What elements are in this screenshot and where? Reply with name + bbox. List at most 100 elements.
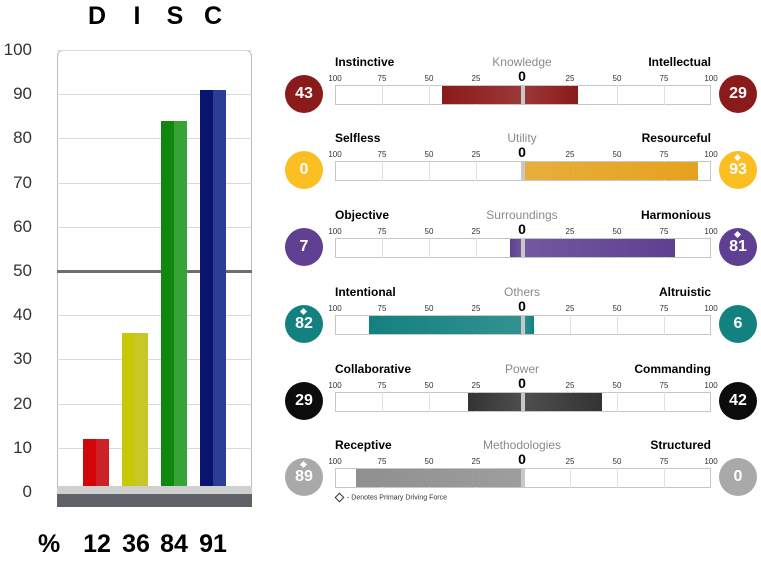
scale-tick-label: 50 [424, 304, 434, 313]
scale-tick-label: 75 [659, 457, 669, 466]
y-tick-label: 80 [13, 128, 32, 148]
scale-tick-label: 100 [704, 227, 718, 236]
track-tick [664, 85, 665, 105]
motivator-name: Surroundings [486, 208, 558, 222]
y-tick-label: 90 [13, 84, 32, 104]
zero-label: 0 [518, 451, 526, 467]
reference-line-50 [57, 270, 252, 273]
scale-tick-label: 75 [377, 74, 387, 83]
scale-tick-label: 50 [424, 150, 434, 159]
chart-base [57, 494, 252, 507]
legend-note-text: - Denotes Primary Driving Force [347, 494, 447, 502]
track-tick [617, 392, 618, 412]
right-fill-bar [523, 393, 602, 411]
left-fill-bar [509, 239, 523, 257]
y-tick-label: 50 [13, 261, 32, 280]
scale-tick-label: 75 [377, 381, 387, 390]
track-tick [570, 315, 571, 335]
bar-s [161, 120, 187, 492]
scale-tick-label: 25 [471, 227, 481, 236]
right-pole-label: Commanding [634, 362, 711, 376]
bar-c [200, 89, 226, 492]
scale-tick-label: 25 [565, 381, 575, 390]
scale-tick-label: 100 [328, 74, 342, 83]
scale-tick-label: 75 [659, 227, 669, 236]
track-tick [664, 315, 665, 335]
zero-label: 0 [518, 375, 526, 391]
percent-d: 12 [83, 530, 111, 558]
y-tick-label: 20 [13, 393, 32, 413]
left-pole-label: Instinctive [335, 55, 395, 69]
center-line [521, 392, 525, 412]
track-tick [617, 468, 618, 488]
right-score-circle: 42 [719, 382, 757, 420]
right-pole-label: Structured [650, 438, 711, 452]
scale-tick-label: 25 [471, 304, 481, 313]
track-tick [429, 392, 430, 412]
track-tick [617, 85, 618, 105]
scale-tick-label: 25 [565, 74, 575, 83]
right-fill-bar [523, 86, 578, 104]
gridline [57, 138, 252, 140]
gridline [57, 315, 252, 317]
motivator-name: Utility [507, 131, 537, 145]
scale-tick-label: 100 [328, 227, 342, 236]
left-fill-bar [468, 393, 523, 411]
left-score-circle: 29 [285, 382, 323, 420]
left-score-circle: 89 [285, 458, 323, 496]
scale-tick-label: 25 [565, 457, 575, 466]
track-tick [382, 238, 383, 258]
track-tick [617, 315, 618, 335]
scale-tick-label: 25 [565, 304, 575, 313]
center-line [521, 315, 525, 335]
left-score-circle: 7 [285, 228, 323, 266]
scale-tick-label: 50 [612, 381, 622, 390]
gridline [57, 447, 252, 449]
gridline [57, 359, 252, 361]
percent-c: 91 [199, 530, 227, 558]
center-line [521, 238, 525, 258]
scale-tick-label: 100 [328, 457, 342, 466]
legend-note: - Denotes Primary Driving Force [334, 492, 447, 503]
scale-tick-label: 75 [659, 304, 669, 313]
zero-label: 0 [518, 221, 526, 237]
zero-label: 0 [518, 144, 526, 160]
gridline [57, 403, 252, 405]
left-pole-label: Collaborative [335, 362, 412, 376]
scale-tick-label: 100 [328, 381, 342, 390]
left-pole-label: Objective [335, 208, 390, 222]
left-pole-label: Receptive [335, 438, 392, 452]
primary-diamond-icon [299, 460, 308, 469]
track-tick [429, 161, 430, 181]
center-line [521, 85, 525, 105]
y-tick-label: 10 [13, 437, 32, 457]
motivator-name: Methodologies [482, 438, 562, 452]
scale-tick-label: 100 [704, 150, 718, 159]
scale-tick-label: 50 [612, 304, 622, 313]
bar-i [122, 332, 148, 492]
scale-tick-label: 50 [612, 150, 622, 159]
scale-tick-label: 25 [471, 457, 481, 466]
percent-s: 84 [160, 530, 188, 558]
primary-diamond-icon [733, 153, 742, 162]
left-score-circle: 43 [285, 75, 323, 113]
right-pole-label: Intellectual [648, 55, 711, 69]
gridline [57, 94, 252, 96]
primary-diamond-icon [299, 307, 308, 316]
track-tick [382, 85, 383, 105]
right-score-circle: 81 [719, 228, 757, 266]
disc-letter-s: S [166, 2, 184, 30]
left-fill-bar [368, 316, 523, 334]
left-pole-label: Intentional [335, 285, 396, 299]
y-tick-label: 0 [22, 482, 32, 501]
scale-tick-label: 75 [377, 227, 387, 236]
gridline [57, 50, 252, 51]
right-score-circle: 0 [719, 458, 757, 496]
right-score-circle: 93 [719, 151, 757, 189]
zero-label: 0 [518, 298, 526, 314]
